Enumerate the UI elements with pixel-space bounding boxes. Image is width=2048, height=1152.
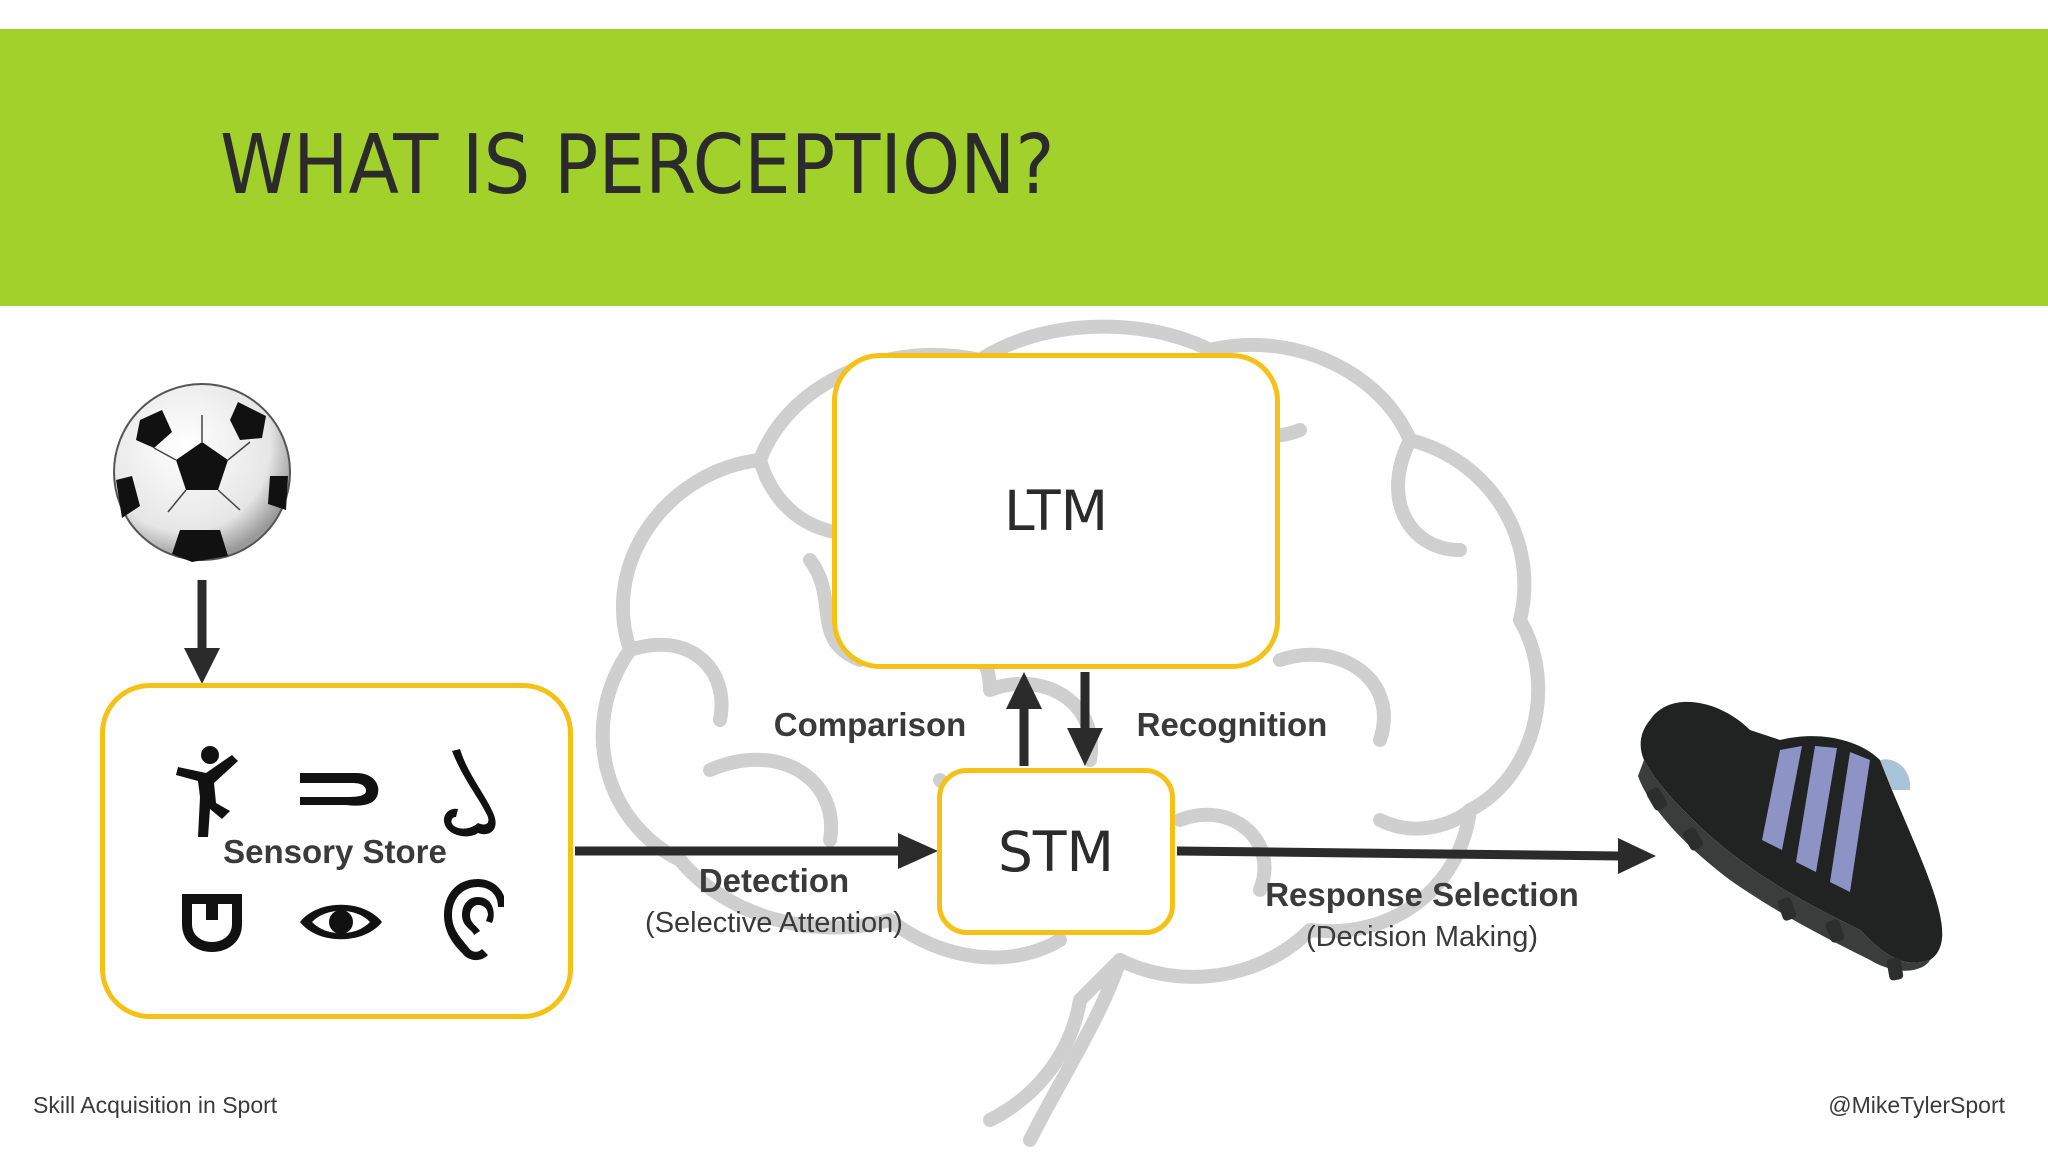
soccer-ball-icon	[113, 383, 291, 562]
nose-icon	[443, 749, 496, 837]
eye-icon	[300, 904, 382, 940]
slide-title: WHAT IS PERCEPTION?	[220, 118, 1055, 213]
ltm-box	[832, 353, 1280, 669]
arrow-recognition	[1067, 672, 1103, 766]
body-movement-icon	[176, 746, 238, 837]
arrow-comparison	[1006, 672, 1042, 766]
stm-label: STM	[998, 820, 1114, 884]
sensory-store-box	[100, 683, 573, 1019]
title-band	[0, 29, 2048, 306]
comparison-label: Comparison	[773, 706, 967, 743]
footer-course-title: Skill Acquisition in Sport	[33, 1092, 278, 1118]
response-selection-label: Response Selection	[1265, 876, 1579, 913]
tongue-icon	[182, 894, 242, 952]
ear-icon	[444, 879, 504, 960]
detection-label: Detection	[698, 862, 850, 899]
ltm-label: LTM	[1003, 479, 1109, 543]
football-boot-icon	[1638, 701, 1943, 981]
sensory-store-label: Sensory Store	[223, 833, 447, 870]
arrow-response-selection	[1176, 838, 1656, 874]
touch-hand-icon	[300, 773, 379, 806]
detection-sublabel: (Selective Attention)	[645, 907, 903, 939]
response-selection-sublabel: (Decision Making)	[1305, 921, 1539, 953]
arrow-ball-to-sensory	[184, 580, 220, 684]
footer-author-handle: @MikeTylerSport	[1828, 1092, 2005, 1118]
recognition-label: Recognition	[1136, 706, 1328, 743]
stm-box	[937, 768, 1175, 935]
arrow-detection	[575, 833, 938, 869]
